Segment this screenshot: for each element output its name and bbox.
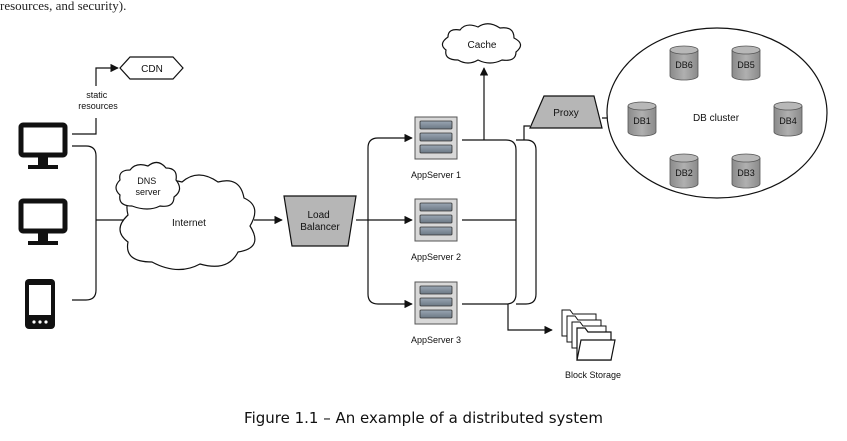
database-label: DB4	[779, 116, 797, 126]
database-icon: DB3	[731, 153, 761, 189]
database-icon: DB2	[669, 153, 699, 189]
appserver-label: AppServer 2	[411, 252, 461, 262]
folder-stack-icon	[561, 309, 616, 361]
load-balancer-label: Load Balancer	[300, 210, 340, 233]
cache-cloud: Cache	[441, 23, 522, 64]
proxy-node: Proxy	[529, 95, 603, 129]
load-balancer-node: Load Balancer	[283, 195, 357, 247]
server-rack-icon	[414, 281, 458, 325]
database-label: DB3	[737, 168, 755, 178]
server-bus-lines	[462, 139, 537, 305]
server-rack-icon	[414, 116, 458, 160]
proxy-label: Proxy	[553, 108, 579, 119]
cdn-label: CDN	[141, 64, 163, 75]
mobile-phone-icon	[25, 279, 55, 329]
server-rack-icon	[414, 198, 458, 242]
cdn-node: CDN	[119, 56, 184, 80]
distributed-system-diagram: static resources CDN Internet DNS server	[18, 23, 828, 380]
internet-label: Internet	[172, 218, 206, 229]
to-block-storage-arrow	[507, 304, 553, 335]
appserver-2: AppServer 2	[411, 198, 461, 262]
db-cluster-label: DB cluster	[693, 113, 740, 124]
client-bracket	[72, 145, 97, 301]
to-cdn-arrow	[95, 63, 119, 86]
lb-bracket	[367, 137, 386, 305]
database-icon: DB4	[773, 101, 803, 137]
dns-server-label: DNS server	[135, 176, 160, 197]
cache-label: Cache	[468, 40, 497, 51]
block-storage-node: Block Storage	[561, 309, 621, 380]
database-icon: DB1	[627, 101, 657, 137]
database-label: DB5	[737, 60, 755, 70]
appserver-1: AppServer 1	[411, 116, 461, 180]
block-storage-label: Block Storage	[565, 370, 621, 380]
static-resources-line	[72, 118, 97, 135]
figure-caption: Figure 1.1 – An example of a distributed…	[244, 409, 603, 427]
database-icon: DB6	[669, 45, 699, 81]
appserver-label: AppServer 3	[411, 335, 461, 345]
desktop-computer-icon	[18, 198, 68, 245]
database-icon: DB5	[731, 45, 761, 81]
database-label: DB1	[633, 116, 651, 126]
desktop-computer-icon	[18, 122, 68, 169]
appserver-label: AppServer 1	[411, 170, 461, 180]
cropped-body-text: resources, and security).	[0, 0, 127, 13]
database-label: DB6	[675, 60, 693, 70]
db-cluster: DB cluster DB6 DB5 DB1 DB4	[606, 27, 828, 199]
to-proxy-line	[523, 125, 530, 140]
database-label: DB2	[675, 168, 693, 178]
dns-server-cloud: DNS server	[115, 161, 181, 210]
static-resources-label: static resources	[78, 90, 118, 111]
appserver-3: AppServer 3	[411, 281, 461, 345]
